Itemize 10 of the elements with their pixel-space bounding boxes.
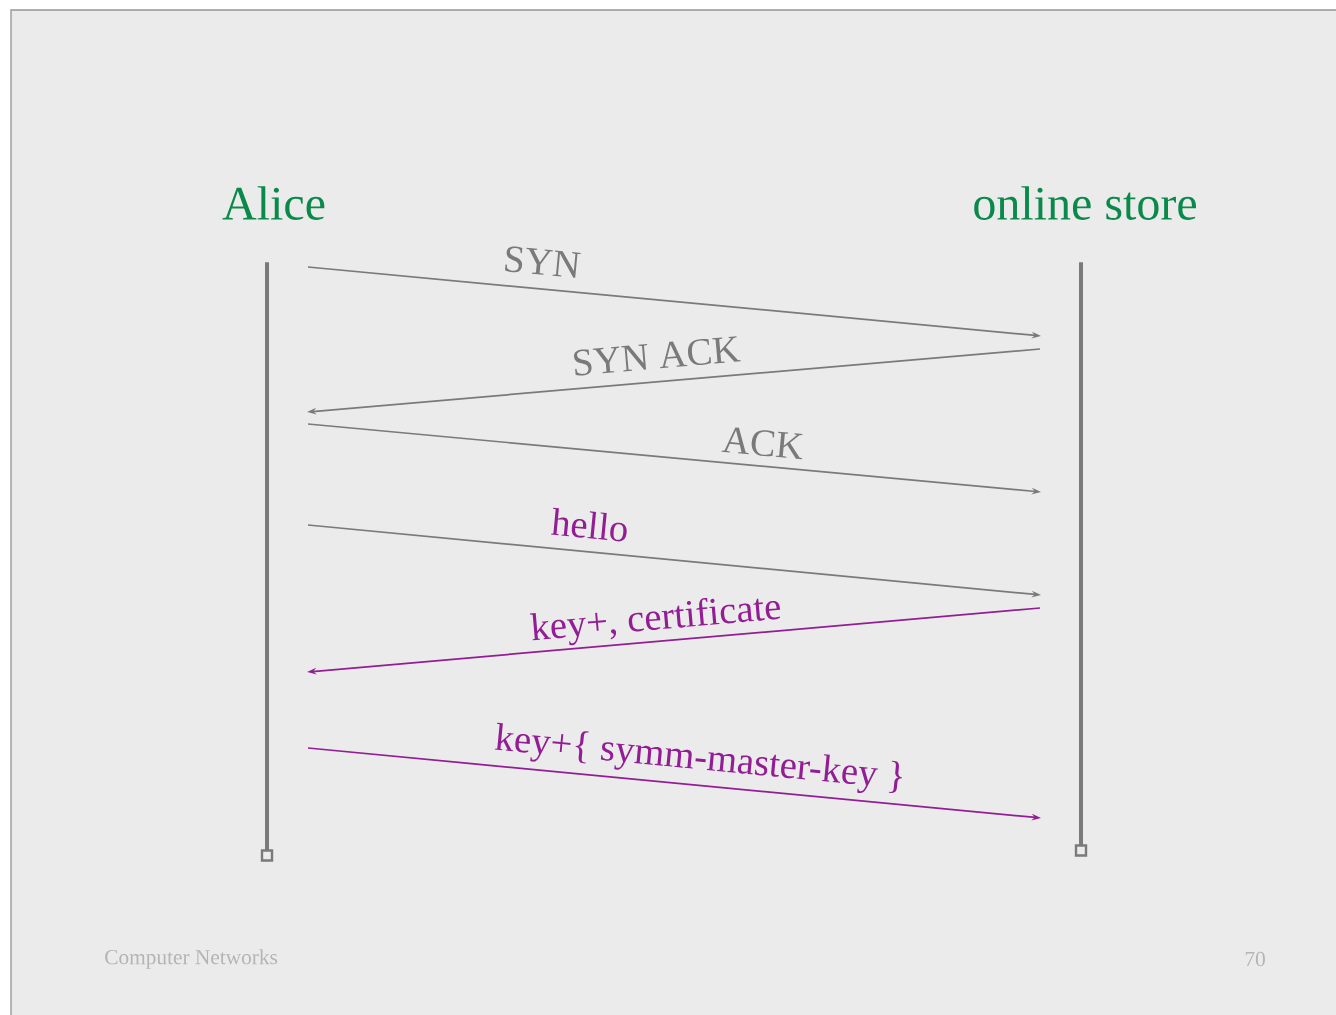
edge-label: key+{ symm-master-key } bbox=[494, 722, 902, 794]
edge-label: SYN bbox=[505, 246, 581, 278]
edge-label: key+, certificate bbox=[529, 597, 781, 646]
edge-label: ACK bbox=[721, 427, 803, 460]
edge-label: SYN ACK bbox=[574, 336, 741, 376]
participant-label: Alice bbox=[222, 186, 325, 220]
lifeline bbox=[1074, 262, 1088, 857]
participant-label: online store bbox=[974, 186, 1196, 220]
edge-label: hello bbox=[551, 507, 627, 542]
lifeline bbox=[260, 262, 274, 862]
